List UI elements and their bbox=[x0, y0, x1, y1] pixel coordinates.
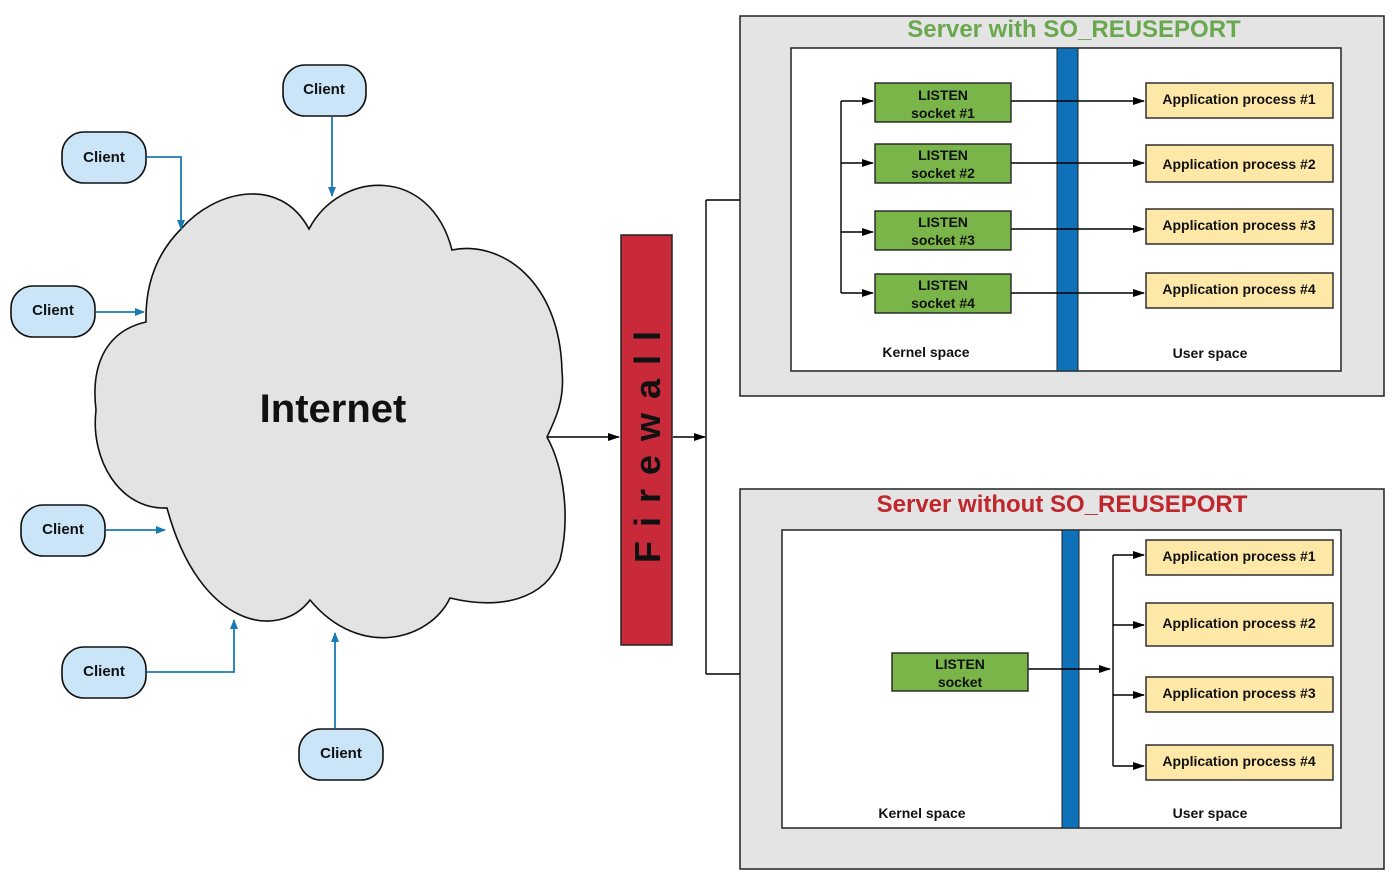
server-without-reuseport: Server without SO_REUSEPORT Kernel space… bbox=[739, 488, 1385, 870]
listen-socket: LISTEN socket #4 bbox=[874, 273, 1012, 314]
client-label: Client bbox=[83, 149, 125, 166]
socket-label: socket #2 bbox=[911, 165, 975, 181]
application-process: Application process #3 bbox=[1145, 676, 1334, 713]
application-process: Application process #4 bbox=[1145, 744, 1334, 781]
firewall: Firewall bbox=[620, 234, 673, 646]
socket-label: socket #4 bbox=[911, 295, 975, 311]
client-label: Client bbox=[32, 302, 74, 319]
server-title: Server with SO_REUSEPORT bbox=[907, 16, 1241, 43]
application-process: Application process #3 bbox=[1145, 208, 1334, 245]
socket-label: socket bbox=[938, 674, 983, 690]
socket-label: LISTEN bbox=[918, 87, 968, 103]
client-node[interactable]: Client bbox=[20, 504, 106, 557]
socket-label: LISTEN bbox=[918, 277, 968, 293]
client-node[interactable]: Client bbox=[61, 131, 147, 184]
user-space-label: User space bbox=[1173, 805, 1248, 821]
listen-socket: LISTEN socket #1 bbox=[874, 82, 1012, 123]
process-label: Application process #4 bbox=[1162, 281, 1315, 297]
client-node[interactable]: Client bbox=[298, 728, 384, 781]
application-process: Application process #4 bbox=[1145, 272, 1334, 309]
process-label: Application process #2 bbox=[1162, 615, 1315, 631]
server-title: Server without SO_REUSEPORT bbox=[877, 491, 1248, 518]
firewall-label: Firewall bbox=[627, 317, 668, 563]
server-with-reuseport: Server with SO_REUSEPORT Kernel space Us… bbox=[739, 15, 1385, 397]
process-label: Application process #3 bbox=[1162, 217, 1315, 233]
client-arrow bbox=[147, 156, 185, 230]
client-label: Client bbox=[303, 81, 345, 98]
process-label: Application process #1 bbox=[1162, 91, 1315, 107]
client-label: Client bbox=[42, 521, 84, 538]
kernel-space-label: Kernel space bbox=[882, 344, 969, 360]
internet-cloud: Internet bbox=[94, 184, 566, 639]
kernel-space-label: Kernel space bbox=[878, 805, 965, 821]
client-node[interactable]: Client bbox=[10, 285, 96, 338]
listen-socket: LISTEN socket bbox=[891, 652, 1029, 692]
listen-socket: LISTEN socket #3 bbox=[874, 210, 1012, 251]
application-process: Application process #1 bbox=[1145, 539, 1334, 576]
socket-label: LISTEN bbox=[918, 147, 968, 163]
listen-socket: LISTEN socket #2 bbox=[874, 143, 1012, 184]
kernel-user-boundary bbox=[1061, 529, 1080, 829]
client-label: Client bbox=[320, 745, 362, 762]
internet-label: Internet bbox=[260, 387, 407, 431]
process-label: Application process #1 bbox=[1162, 548, 1315, 564]
socket-label: socket #3 bbox=[911, 232, 975, 248]
socket-label: socket #1 bbox=[911, 105, 975, 121]
client-node[interactable]: Client bbox=[61, 646, 147, 699]
socket-label: LISTEN bbox=[935, 656, 985, 672]
client-arrow bbox=[147, 619, 238, 673]
application-process: Application process #1 bbox=[1145, 82, 1334, 119]
socket-label: LISTEN bbox=[918, 214, 968, 230]
kernel-user-boundary bbox=[1056, 47, 1079, 372]
process-label: Application process #2 bbox=[1162, 156, 1315, 172]
process-label: Application process #3 bbox=[1162, 685, 1315, 701]
application-process: Application process #2 bbox=[1145, 602, 1334, 647]
client-label: Client bbox=[83, 663, 125, 680]
user-space-label: User space bbox=[1173, 345, 1248, 361]
process-label: Application process #4 bbox=[1162, 753, 1315, 769]
application-process: Application process #2 bbox=[1145, 144, 1334, 183]
client-node[interactable]: Client bbox=[282, 64, 367, 117]
